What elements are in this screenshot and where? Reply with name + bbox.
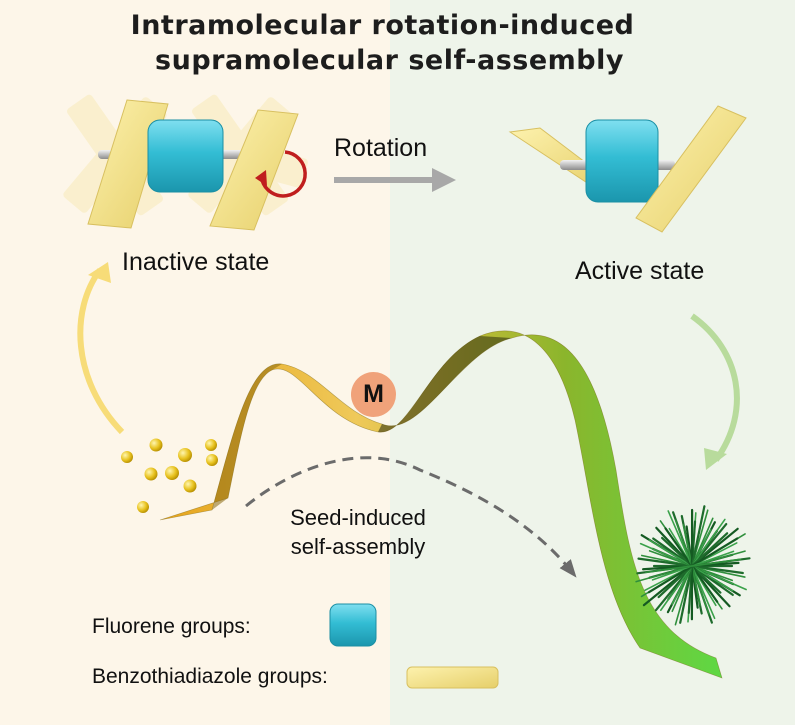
seed-induced-path: [245, 456, 577, 578]
rotation-arrow-icon: [260, 150, 307, 198]
inactive-molecule: [63, 94, 308, 231]
monomer-particles: [121, 438, 218, 513]
legend-fluorene-swatch: [329, 603, 377, 647]
legend-fluorene-label: Fluorene groups:: [92, 615, 251, 638]
legend-benzothiadiazole-swatch: [406, 666, 499, 689]
from-active-arrowhead-icon: [704, 448, 727, 470]
active-molecule: [508, 105, 747, 233]
legend-benzothiadiazole-label: Benzothiadiazole groups:: [92, 665, 328, 688]
from-active-arrow: [690, 313, 740, 462]
fluorene-block-inactive: [147, 119, 224, 193]
benzothiadiazole-bar-right: [209, 109, 299, 231]
fiber-strand: [645, 558, 742, 574]
supramolecular-fiber-bundle: [635, 505, 751, 626]
fluorene-block-active: [585, 119, 659, 203]
active-state-label: Active state: [575, 257, 705, 285]
metastable-badge: M: [351, 372, 396, 417]
seed-label-line-2: self-assembly: [290, 534, 426, 559]
to-inactive-arrow: [77, 268, 125, 435]
energy-landscape-ribbon: [159, 330, 723, 679]
rotation-label: Rotation: [334, 134, 428, 162]
seed-label-line-1: Seed-induced: [290, 505, 426, 530]
to-inactive-arrowhead-icon: [88, 262, 111, 283]
figure-title-line-1: Intramolecular rotation-induced: [130, 10, 635, 41]
seed-induced-label: Seed-induced self-assembly: [268, 503, 448, 561]
rotation-arrowhead-icon: [255, 170, 267, 186]
figure-title-line-2: supramolecular self-assembly: [155, 45, 624, 76]
inactive-state-label: Inactive state: [122, 248, 270, 276]
benzothiadiazole-bar-flat: [635, 105, 747, 233]
